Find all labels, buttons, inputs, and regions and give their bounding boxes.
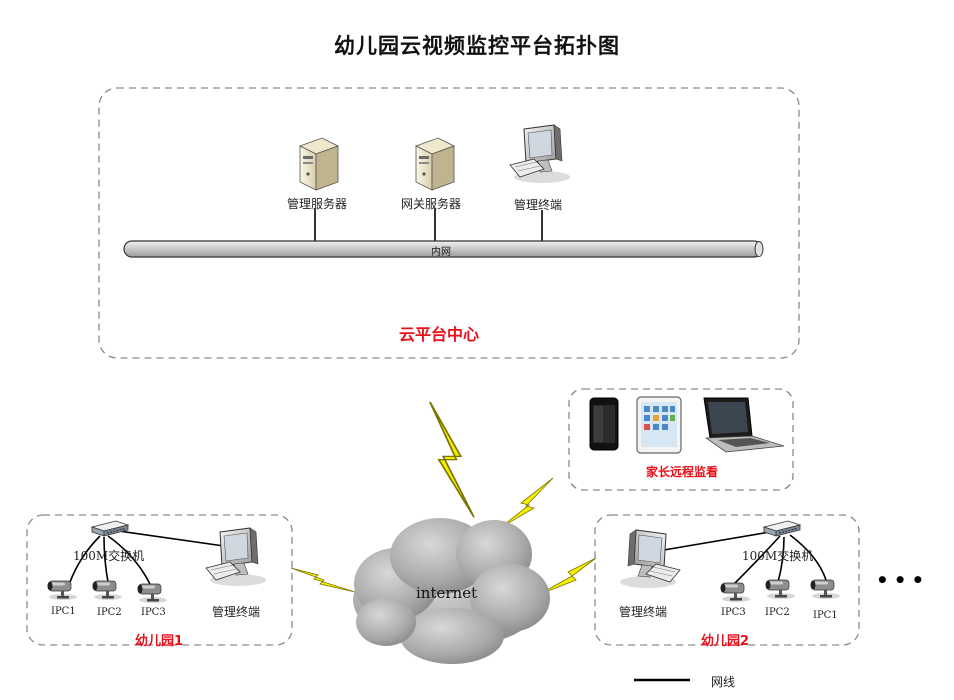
kindergarten2-ipc3-icon <box>720 582 751 603</box>
more-sites-ellipsis: • • • <box>876 568 924 592</box>
kindergarten1-switch-icon <box>91 520 129 537</box>
management-server-icon <box>299 137 339 191</box>
parents-label: 家长远程监看 <box>646 465 719 479</box>
kindergarten2-label: 幼儿园2 <box>701 634 750 649</box>
kindergarten2-ipc1-icon <box>810 579 841 600</box>
gateway-server-icon <box>415 137 455 191</box>
cloud-center-region <box>98 87 800 359</box>
tablet-icon <box>636 396 682 454</box>
cloud-center-label: 云平台中心 <box>399 325 480 344</box>
kindergarten1-ipc1-icon <box>47 580 78 601</box>
kindergarten2-ipc2-label: IPC2 <box>765 607 790 618</box>
lightning-parents-icon <box>499 477 554 529</box>
management-server-label: 管理服务器 <box>287 197 348 211</box>
cloud-terminal-label: 管理终端 <box>514 198 563 212</box>
kindergarten1-terminal-icon <box>205 527 267 587</box>
cloud-terminal-computer-icon <box>509 124 571 184</box>
kindergarten1-ipc2-label: IPC2 <box>97 607 122 618</box>
kindergarten2-ipc2-icon <box>765 579 796 600</box>
kindergarten2-switch-label: 100M交换机 <box>742 549 814 563</box>
kindergarten2-terminal-icon <box>619 529 681 589</box>
kindergarten1-ipc1-label: IPC1 <box>51 606 76 617</box>
gateway-server-label: 网关服务器 <box>401 197 462 211</box>
kindergarten1-switch-label: 100M交换机 <box>73 549 145 563</box>
kindergarten1-region <box>26 514 293 646</box>
kindergarten1-ipc3-label: IPC3 <box>141 607 166 618</box>
legend-label: 网线 <box>711 675 736 689</box>
phone-icon <box>589 397 619 451</box>
kindergarten2-ipc1-label: IPC1 <box>813 610 838 621</box>
page-title: 幼儿园云视频监控平台拓扑图 <box>334 34 620 58</box>
kindergarten1-label: 幼儿园1 <box>135 634 184 649</box>
kindergarten1-terminal-label: 管理终端 <box>212 605 261 619</box>
kindergarten2-ipc3-label: IPC3 <box>721 607 746 618</box>
intranet-label: 内网 <box>431 247 451 258</box>
lightning-top-icon <box>429 401 475 519</box>
kindergarten2-terminal-label: 管理终端 <box>619 605 668 619</box>
laptop-icon <box>703 397 785 453</box>
lightning-left-icon <box>290 567 356 593</box>
kindergarten1-ipc2-icon <box>92 580 123 601</box>
kindergarten2-switch-icon <box>763 520 801 537</box>
kindergarten2-region <box>594 514 860 646</box>
internet-cloud-icon <box>353 518 550 664</box>
internet-label: internet <box>416 584 478 602</box>
kindergarten1-cables <box>69 529 239 585</box>
parents-region <box>568 388 794 491</box>
kindergarten1-ipc3-icon <box>137 583 168 604</box>
intranet-pipe <box>123 240 764 258</box>
kindergarten2-cables <box>651 531 827 585</box>
